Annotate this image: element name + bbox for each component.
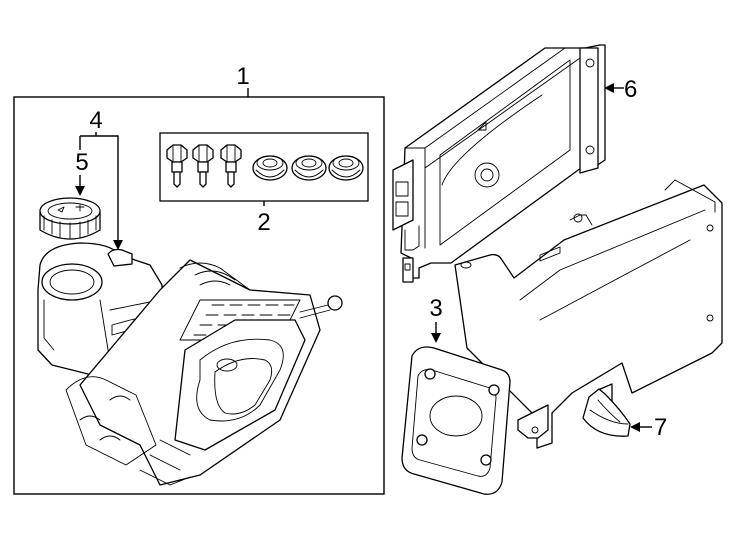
bolt-1 <box>166 144 188 188</box>
brake-booster-assembly <box>37 242 343 486</box>
control-module <box>392 44 606 283</box>
callout-2-label: 2 <box>257 209 270 236</box>
callout-3[interactable]: 3 <box>429 295 443 343</box>
grommet-2 <box>291 155 327 181</box>
callout-7-label: 7 <box>654 414 667 441</box>
callout-4-label: 4 <box>89 107 102 134</box>
callout-6[interactable]: 6 <box>604 76 637 103</box>
callout-5[interactable]: 5 <box>75 136 89 196</box>
bolt-2 <box>192 144 214 188</box>
callout-4[interactable]: 4 <box>80 107 123 250</box>
callout-7[interactable]: 7 <box>630 414 667 441</box>
callout-6-label: 6 <box>624 76 637 103</box>
bracket-clip <box>582 388 631 437</box>
callout-3-label: 3 <box>429 295 442 322</box>
callout-2[interactable]: 2 <box>257 201 271 236</box>
reservoir-cap <box>39 197 101 240</box>
grommet-3 <box>328 155 364 181</box>
callout-5-label: 5 <box>75 149 88 176</box>
grommet-1 <box>252 155 288 181</box>
callout-1-label: 1 <box>236 63 249 90</box>
gasket <box>401 346 511 495</box>
bolt-3 <box>220 144 242 188</box>
callout-1[interactable]: 1 <box>236 63 250 97</box>
assembly-box <box>13 96 385 495</box>
